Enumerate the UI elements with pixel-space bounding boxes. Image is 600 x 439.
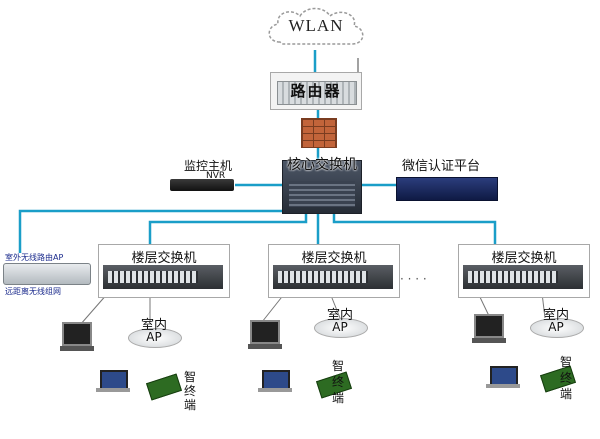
indoor-ap-sublabel: AP: [146, 330, 162, 344]
floor-switch-label: 楼层交换机: [491, 251, 557, 266]
wechat-platform-label: 微信认证平台: [402, 159, 481, 174]
cloud-icon: [268, 7, 364, 45]
router-icon: [277, 81, 357, 105]
monitor-host-label: 监控主机: [184, 159, 233, 173]
wechat-platform: 微信认证平台: [396, 155, 500, 203]
desktop-pc-icon: [248, 320, 282, 350]
floor-switch-1: 楼层交换机: [98, 244, 230, 298]
monitor-host-sublabel: NVR: [206, 171, 226, 181]
switch-icon: [463, 265, 583, 289]
indoor-ap: 室内 AP: [530, 304, 584, 338]
core-switch-icon: [289, 181, 355, 207]
router-label: 路由器: [290, 82, 342, 100]
core-switch-device: 核心交换机: [282, 157, 362, 214]
ap-icon: [314, 318, 368, 338]
terminal-label: 智终端: [184, 370, 197, 412]
terminal-label: 智终端: [560, 355, 573, 401]
floor-switch-3: 楼层交换机: [458, 244, 590, 298]
ap-icon: [128, 328, 182, 348]
monitor-host: 监控主机 NVR: [162, 157, 242, 197]
internet-cloud: WLAN: [262, 4, 370, 52]
internet-label: WLAN: [288, 16, 344, 35]
floor-switch-label: 楼层交换机: [131, 251, 197, 266]
indoor-ap-label: 室内: [140, 318, 167, 333]
indoor-ap-sublabel: AP: [332, 320, 348, 334]
server-icon: [396, 177, 498, 201]
switch-icon: [273, 265, 393, 289]
firewall-icon: [301, 118, 337, 148]
nvr-icon: [170, 179, 234, 191]
desktop-pc-icon: [472, 314, 506, 344]
router-device: 路由器: [270, 72, 362, 110]
terminal-label: 智终端: [332, 359, 345, 405]
core-switch-label: 核心交换机: [287, 157, 357, 173]
indoor-ap-label: 室内: [542, 308, 569, 323]
desktop-pc-icon: [60, 322, 94, 352]
indoor-ap: 室内 AP: [314, 304, 368, 338]
indoor-ap-sublabel: AP: [548, 320, 564, 334]
outdoor-ap-icon: [3, 263, 91, 285]
core-floor1-link: [148, 212, 308, 244]
indoor-ap: 室内 AP: [128, 314, 182, 348]
outdoor-ap: 室外无线路由AP 远距离无线组网: [3, 252, 93, 298]
more-switches-ellipsis: · · · ·: [400, 272, 427, 286]
floor-switch-label: 楼层交换机: [301, 251, 367, 266]
ap-icon: [530, 318, 584, 338]
laptop-icon: [258, 370, 292, 394]
outdoor-ap-bottom-label: 远距离无线组网: [5, 287, 61, 296]
indoor-ap-label: 室内: [326, 308, 353, 323]
core-floor3-link: [332, 212, 497, 244]
laptop-icon: [96, 370, 130, 394]
floor-switch-2: 楼层交换机: [268, 244, 400, 298]
switch-icon: [103, 265, 223, 289]
laptop-icon: [486, 366, 520, 390]
outdoor-ap-top-label: 室外无线路由AP: [5, 253, 64, 262]
